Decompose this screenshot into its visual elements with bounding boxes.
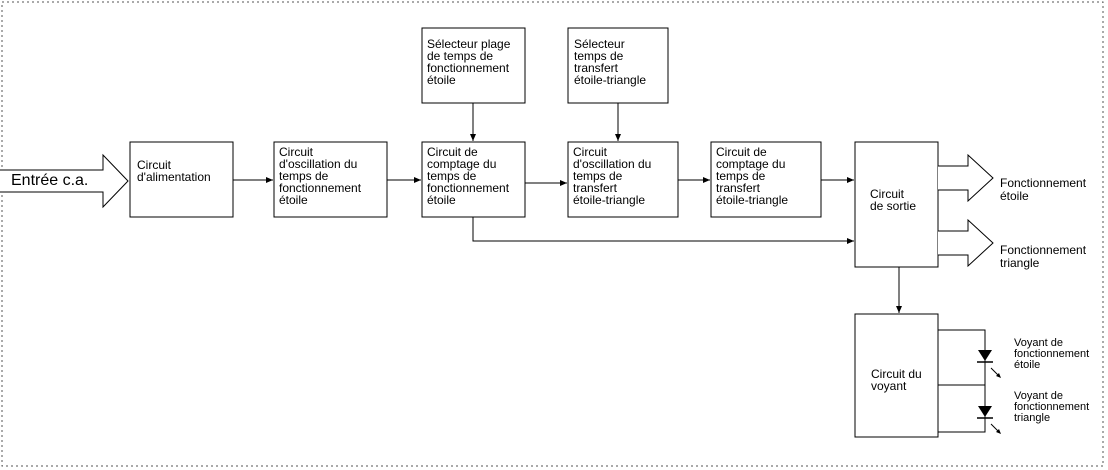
input-arrow [0, 153, 129, 209]
led-label-triangle: Voyant de fonctionnement triangle [1014, 390, 1090, 424]
input-label: Entrée c.a. [11, 172, 89, 189]
output-arrow-etoile [938, 153, 994, 203]
output-arrow-triangle [938, 218, 994, 268]
output-label-etoile: Fonctionnement étoile [1000, 176, 1087, 203]
block-voyant [854, 313, 939, 438]
label-comptage-transfert: Circuit de comptage du temps de transfer… [716, 145, 789, 207]
block-comptage-etoile [421, 141, 526, 218]
block-sortie [854, 141, 939, 268]
led-label-etoile: Voyant de fonctionnement étoile [1014, 337, 1090, 371]
output-label-triangle: Fonctionnement triangle [1000, 243, 1087, 270]
led-triangle-icon [977, 406, 1001, 434]
led-wire-etoile [938, 329, 986, 386]
label-voyant: Circuit du voyant [871, 367, 922, 393]
label-oscillation-etoile: Circuit d'oscillation du temps de foncti… [279, 145, 362, 207]
block-alimentation [129, 141, 234, 218]
label-sortie: Circuit de sortie [870, 187, 917, 213]
label-selecteur-transfert: Sélecteur temps de transfert étoile-tria… [574, 37, 647, 87]
led-wire-triangle [938, 384, 986, 433]
led-etoile-icon [977, 350, 1001, 378]
wire-compt-sortie [472, 217, 854, 244]
block-oscillation-transfert [567, 141, 679, 218]
block-oscillation-etoile [273, 141, 388, 218]
label-selecteur-plage: Sélecteur plage de temps de fonctionneme… [427, 37, 511, 87]
label-oscillation-transfert: Circuit d'oscillation du temps de transf… [573, 145, 652, 207]
label-comptage-etoile: Circuit de comptage du temps de fonction… [427, 145, 510, 207]
label-alimentation: Circuit d'alimentation [137, 158, 211, 184]
